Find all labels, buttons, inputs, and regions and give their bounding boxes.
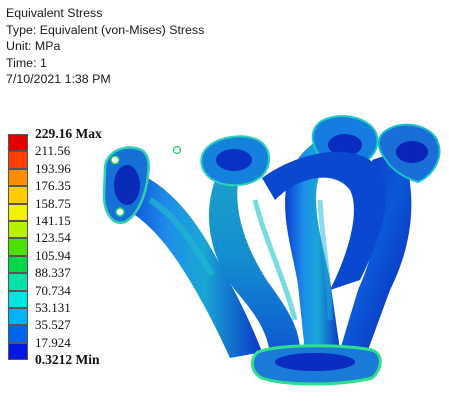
legend-value-label: 176.35 (35, 178, 71, 194)
runner-3 (285, 140, 340, 352)
result-date: 7/10/2021 1:38 PM (6, 72, 111, 87)
legend-value-label: 105.94 (35, 247, 71, 263)
legend-swatch (8, 342, 28, 361)
legend-value-label: 53.131 (35, 300, 71, 315)
legend-swatch (8, 325, 28, 343)
legend-value-label: 211.56 (35, 143, 71, 159)
crossover-pipe (262, 151, 387, 290)
port-2 (216, 149, 252, 171)
legend-swatch (8, 221, 28, 239)
legend-value-label: 193.96 (35, 160, 71, 176)
runner-4 (340, 150, 412, 350)
legend-swatch (8, 308, 28, 326)
legend-swatch (8, 273, 28, 291)
result-info-panel: Equivalent Stress Type: Equivalent (von-… (6, 5, 204, 88)
port-4 (396, 141, 428, 163)
legend-value-label: 70.734 (35, 282, 71, 298)
legend-swatch (8, 238, 28, 256)
legend-swatch (8, 290, 28, 308)
legend-value-label: 158.75 (35, 195, 71, 211)
legend-value-label: 88.337 (35, 265, 71, 281)
legend-swatch (8, 186, 28, 204)
port-1 (114, 165, 140, 205)
result-title: Equivalent Stress (6, 6, 103, 20)
runner-1 (118, 170, 262, 358)
legend-swatch (8, 168, 28, 187)
legend-swatch (8, 203, 28, 221)
legend-swatch (8, 151, 28, 169)
result-type: Type: Equivalent (von-Mises) Stress (6, 22, 205, 37)
legend-swatch (8, 255, 28, 274)
port-3 (328, 134, 362, 156)
legend-value-label: 123.54 (35, 230, 71, 246)
legend-value-label: 35.527 (35, 317, 71, 333)
legend-min-label: 0.3212 Min (35, 352, 100, 368)
legend-swatch (8, 134, 28, 152)
legend-value-label: 17.924 (35, 334, 71, 350)
legend-max-label: 229.16 Max (35, 126, 102, 141)
legend-value-label: 141.15 (35, 213, 71, 228)
result-time: Time: 1 (6, 55, 47, 70)
result-unit: Unit: MPa (6, 39, 61, 54)
runner-2 (208, 155, 300, 355)
